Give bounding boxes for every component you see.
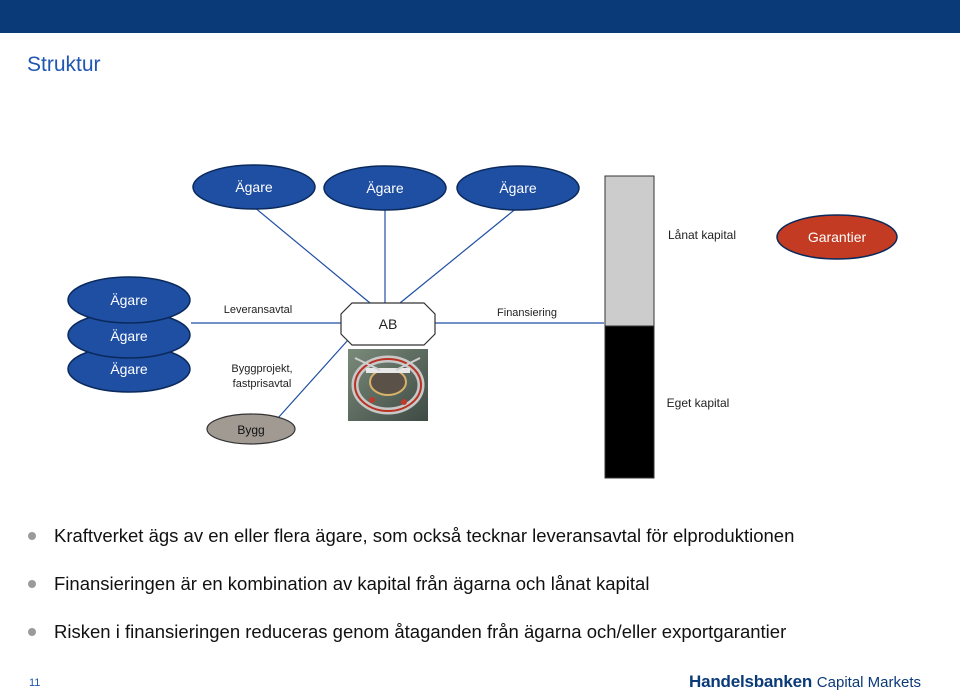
top-banner (0, 0, 960, 33)
ab-node-label: AB (379, 316, 398, 332)
guarantees-node: Garantier (776, 214, 898, 260)
bullet-list: Kraftverket ägs av en eller flera ägare,… (28, 521, 948, 665)
guarantees-label: Garantier (808, 229, 867, 245)
borrowed-capital-label: Lånat kapital (668, 228, 736, 242)
bullet-dot-icon (28, 580, 36, 588)
bullet-dot-icon (28, 532, 36, 540)
line-owner3-ab (399, 206, 519, 304)
construction-label-line1: Byggprojekt, (231, 363, 292, 375)
line-owner1-ab (253, 206, 371, 304)
ab-node: AB (340, 302, 436, 346)
page-number: 11 (29, 677, 41, 689)
owner-top-3-label: Ägare (499, 180, 537, 196)
equity-segment (604, 325, 655, 479)
borrowed-capital-segment (604, 175, 655, 327)
bullet-text: Kraftverket ägs av en eller flera ägare,… (54, 525, 795, 546)
bullet-item: Finansieringen är en kombination av kapi… (28, 569, 948, 617)
owner-side-2-label: Ägare (110, 328, 148, 344)
owner-side-3-label: Ägare (110, 361, 148, 377)
brand-suffix: Capital Markets (816, 674, 921, 691)
connector-lines (191, 206, 604, 419)
bullet-text: Risken i finansieringen reduceras genom … (54, 621, 787, 642)
structure-diagram: Ägare Ägare Ägare Ägare Ägare Ägare AB (67, 164, 898, 479)
brand-logo: Handelsbanken Capital Markets (689, 672, 921, 692)
capital-structure-bar (604, 175, 655, 479)
owner-side-3: Ägare (67, 345, 191, 393)
owner-side-1: Ägare (67, 276, 191, 324)
owner-side-2: Ägare (67, 311, 191, 359)
power-plant-image (348, 349, 428, 421)
owner-side-1-label: Ägare (110, 292, 148, 308)
line-construction (277, 339, 349, 419)
bygg-node: Bygg (206, 413, 296, 445)
financing-label: Finansiering (497, 307, 557, 319)
brand-name: Handelsbanken (689, 672, 813, 691)
bullet-item: Kraftverket ägs av en eller flera ägare,… (28, 521, 948, 569)
owner-top-1: Ägare (192, 164, 316, 210)
equity-label: Eget kapital (667, 396, 730, 410)
owner-top-1-label: Ägare (235, 179, 273, 195)
bygg-node-label: Bygg (237, 423, 264, 437)
bullet-text: Finansieringen är en kombination av kapi… (54, 573, 650, 594)
owner-top-2: Ägare (323, 165, 447, 211)
page-title: Struktur (27, 53, 101, 76)
bullet-item: Risken i finansieringen reduceras genom … (28, 617, 948, 665)
owner-top-2-label: Ägare (366, 180, 404, 196)
bullet-dot-icon (28, 628, 36, 636)
supply-contract-label: Leveransavtal (224, 304, 293, 316)
owner-top-3: Ägare (456, 165, 580, 211)
construction-label-line2: fastprisavtal (233, 378, 292, 390)
